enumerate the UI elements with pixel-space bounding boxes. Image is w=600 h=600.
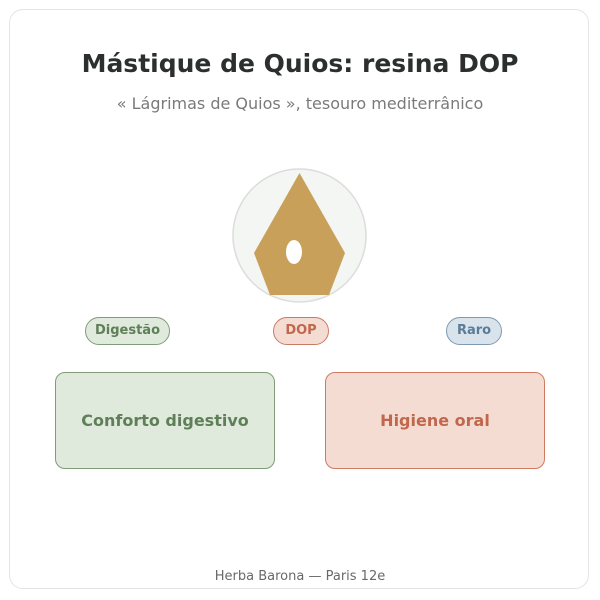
benefit-label: Conforto digestivo: [81, 411, 249, 430]
tag-dop: DOP: [273, 317, 329, 345]
tag-digestao: Digestão: [85, 317, 170, 345]
page-subtitle: « Lágrimas de Quios », tesouro mediterrâ…: [116, 94, 484, 113]
tag-raro: Raro: [446, 317, 502, 345]
resin-emblem: [231, 167, 368, 304]
benefit-box-digestive: Conforto digestivo: [55, 372, 275, 469]
benefit-label: Higiene oral: [380, 411, 490, 430]
resin-tear-icon: [232, 168, 367, 303]
page-title: Mástique de Quios: resina DOP: [81, 49, 519, 78]
footer-text: Herba Barona — Paris 12e: [214, 569, 386, 584]
benefit-box-oral: Higiene oral: [325, 372, 545, 469]
